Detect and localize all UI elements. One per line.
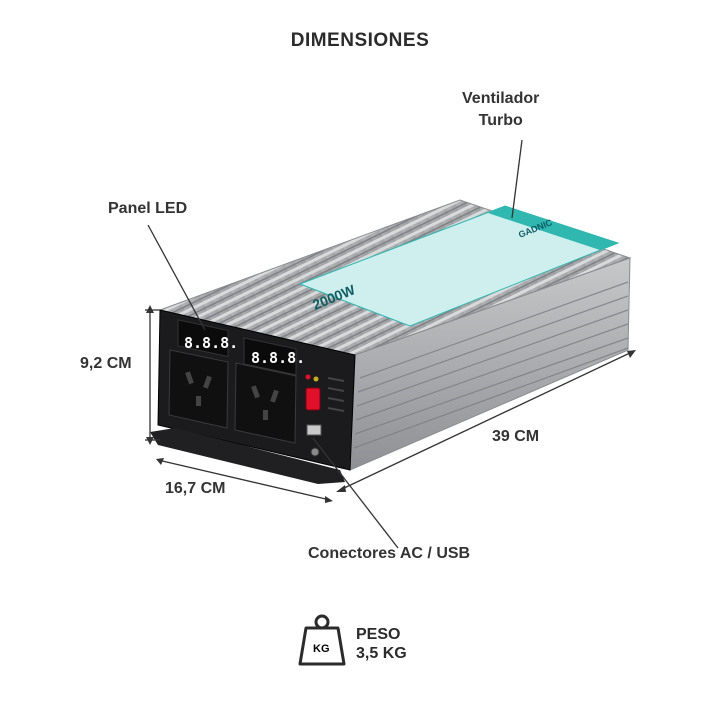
label-ventilador-line1: Ventilador: [462, 90, 540, 107]
status-led-green: [313, 376, 319, 382]
label-ventilador-line2: Turbo: [478, 112, 523, 129]
fan-grille: [327, 377, 345, 412]
weight-block: PESO 3,5 KG: [356, 625, 407, 663]
label-connectors: Conectores AC / USB: [308, 545, 471, 562]
weight-value: 3,5 KG: [356, 645, 407, 662]
ac-socket-right: [234, 362, 297, 444]
side-fins: [353, 281, 629, 449]
label-length: 39 CM: [492, 428, 540, 445]
base-plate: [150, 428, 345, 484]
arrow-height-up: [146, 305, 154, 313]
label-height: 9,2 CM: [80, 355, 132, 372]
arrow-length-left: [336, 485, 346, 492]
label-width: 16,7 CM: [165, 480, 226, 497]
pointer-panel-led: [147, 224, 206, 331]
arrow-width-left: [156, 458, 164, 465]
weight-label: PESO: [356, 626, 401, 643]
dim-line-width: [157, 459, 331, 501]
led-digits-right: 8.8.8.: [251, 349, 305, 367]
ac-socket-left: [168, 349, 229, 429]
page-title: DIMENSIONES: [290, 30, 430, 51]
led-digits-left: 8.8.8.: [184, 334, 238, 352]
usb-port: [306, 424, 322, 436]
pointer-ventilador: [511, 139, 523, 219]
power-switch: [305, 387, 321, 411]
led-display-right: [243, 337, 297, 376]
pointer-conectores: [312, 437, 399, 549]
weight-icon-text: KG: [313, 643, 330, 655]
status-led-red: [305, 374, 311, 380]
dim-line-length: [339, 351, 633, 491]
weight-kg-icon: KG: [298, 614, 346, 666]
arrow-width-right: [325, 496, 333, 503]
label-ventilador-turbo: Ventilador Turbo: [462, 88, 539, 132]
arrow-length-right: [627, 350, 636, 358]
brand-label-accent: [488, 206, 618, 250]
arrow-height-down: [146, 437, 154, 445]
label-panel-led: Panel LED: [108, 200, 188, 217]
ground-screw: [310, 447, 320, 457]
